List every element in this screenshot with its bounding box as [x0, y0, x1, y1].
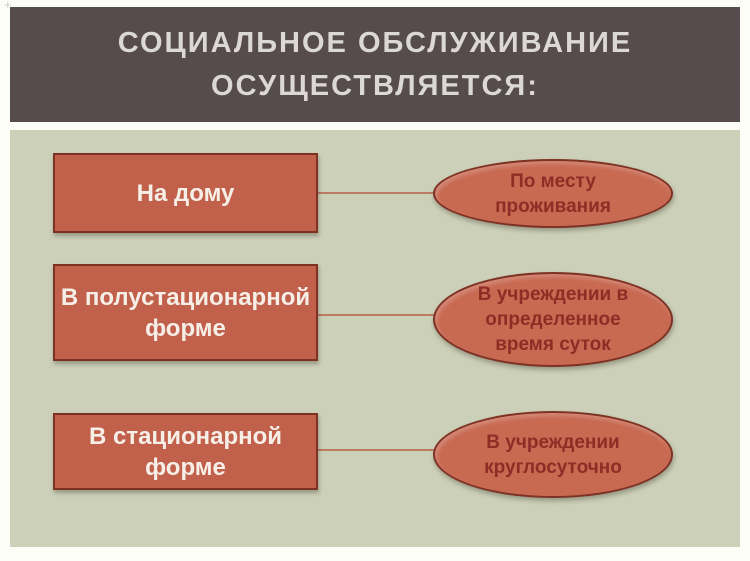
box-home-care: На дому	[53, 153, 318, 233]
ellipse-institution-certain-time: В учреждении в определенное время суток	[433, 272, 673, 367]
connector-line-home	[316, 192, 446, 194]
connector-line-stationary	[316, 449, 446, 451]
connector-line-semi-stationary	[316, 314, 446, 316]
crosshair-mark-icon: +	[4, 0, 12, 12]
ellipse-institution-around-the-clock: В учреждении круглосуточно	[433, 411, 673, 498]
box-stationary-form: В стационарной форме	[53, 413, 318, 490]
slide-title: СОЦИАЛЬНОЕ ОБСЛУЖИВАНИЕ ОСУЩЕСТВЛЯЕТСЯ:	[117, 26, 633, 102]
slide-header: СОЦИАЛЬНОЕ ОБСЛУЖИВАНИЕ ОСУЩЕСТВЛЯЕТСЯ:	[10, 7, 740, 122]
box-semi-stationary-form: В полустационарной форме	[53, 264, 318, 361]
ellipse-place-of-residence: По месту проживания	[433, 159, 673, 228]
